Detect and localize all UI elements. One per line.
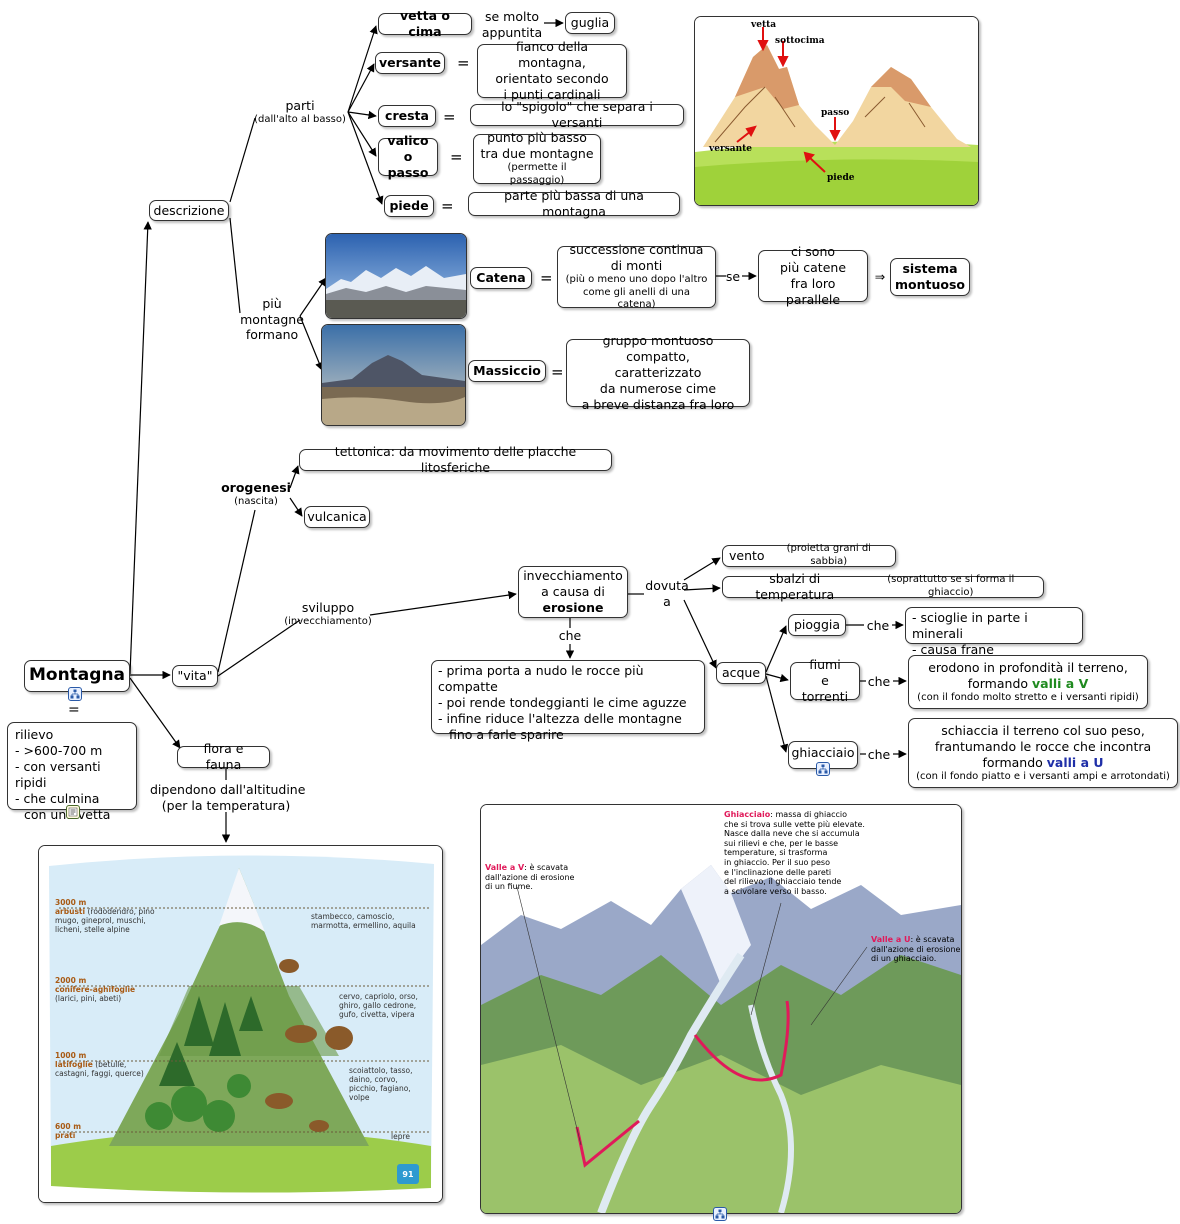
- level-600: 600 m prati: [55, 1122, 82, 1140]
- equals: =: [551, 363, 564, 381]
- mountain-parts-diagram: vetta sottocima passo versante piede: [694, 16, 979, 206]
- part-versante[interactable]: versante: [375, 52, 445, 74]
- fauna-3000: stambecco, camoscio, marmotta, ermellino…: [311, 912, 416, 930]
- fiumi-effects[interactable]: erodono in profondità il terreno, forman…: [908, 655, 1148, 709]
- equals: =: [457, 54, 470, 72]
- equals: =: [450, 148, 463, 166]
- level-1000: 1000 m latifoglie (betulle, castagni, fa…: [55, 1051, 144, 1078]
- che-label: che: [867, 747, 891, 762]
- vetta-label: vetta: [750, 20, 776, 30]
- catena-node[interactable]: Catena: [470, 267, 532, 289]
- se-label: se: [725, 269, 741, 284]
- level-3000: 3000 m arbusti (rododendro, pino mugo, g…: [55, 898, 155, 934]
- def-line: - che culmina: [15, 791, 100, 806]
- def-line: rilievo: [15, 727, 54, 742]
- flora-fauna-node[interactable]: flora e fauna: [177, 741, 270, 772]
- passo-label: passo: [821, 108, 849, 118]
- page-number: 91: [402, 1170, 414, 1179]
- cresta-def[interactable]: lo "spigolo" che separa i versanti: [470, 99, 684, 130]
- orogenesi-label: orogenesi(nascita): [221, 480, 291, 507]
- piede-def[interactable]: parte più bassa di una montagna: [468, 188, 680, 219]
- catena-photo: [325, 233, 467, 319]
- def-line: - >600-700 m: [15, 743, 103, 758]
- fauna-1000: scoiattolo, tasso, daino, corvo, picchio…: [349, 1066, 413, 1102]
- equals: =: [441, 197, 454, 215]
- dipendono-label: dipendono dall'altitudine(per la tempera…: [150, 782, 306, 813]
- ghiacciaio-caption: Ghiacciaio: massa di ghiaccio che si tro…: [724, 810, 865, 896]
- valleys-image: Valle a V: è scavata dall'azione di eros…: [480, 804, 962, 1214]
- valle-v-caption: Valle a V: è scavata dall'azione di eros…: [485, 863, 575, 892]
- map-link-icon[interactable]: [68, 687, 82, 701]
- che-label: che: [867, 674, 891, 689]
- part-cresta[interactable]: cresta: [378, 105, 436, 127]
- descrizione-node[interactable]: descrizione: [149, 200, 229, 221]
- part-piede[interactable]: piede: [384, 195, 434, 217]
- level-2000: 2000 m conifere-aghifoglie (larici, pini…: [55, 976, 136, 1003]
- def-line: con una vetta: [24, 807, 111, 822]
- vulcanica-node[interactable]: vulcanica: [304, 506, 370, 528]
- massiccio-photo: [321, 324, 466, 426]
- altitude-zones-image: 3000 m arbusti (rododendro, pino mugo, g…: [38, 845, 443, 1203]
- fauna-600: lepre: [391, 1132, 410, 1141]
- che-label: che: [558, 628, 582, 643]
- definition-box[interactable]: rilievo - >600-700 m - con versanti ripi…: [7, 722, 137, 822]
- note-icon[interactable]: [66, 805, 80, 819]
- fauna-2000: cervo, capriolo, orso, ghiro, gallo cedr…: [339, 992, 418, 1019]
- implies-arrow: ⇒: [874, 269, 886, 284]
- sbalzi-node[interactable]: sbalzi di temperatura (soprattutto se si…: [722, 571, 1044, 602]
- map-link-icon[interactable]: [816, 762, 830, 776]
- def-line: - con versanti ripidi: [15, 759, 101, 790]
- root-equals: =: [68, 702, 80, 718]
- vento-node[interactable]: vento (proietta grani di sabbia): [722, 543, 896, 567]
- pioggia-effects[interactable]: - scioglie in parte i minerali- causa fr…: [905, 607, 1083, 657]
- massiccio-node[interactable]: Massiccio: [468, 360, 546, 382]
- sottocima-label: sottocima: [775, 36, 825, 46]
- equals: =: [443, 108, 456, 126]
- vita-node[interactable]: "vita": [172, 665, 218, 687]
- equals: =: [540, 269, 553, 287]
- erosion-effects[interactable]: - prima porta a nudo le rocce più compat…: [431, 660, 705, 742]
- acque-node[interactable]: acque: [716, 662, 766, 684]
- pioggia-node[interactable]: pioggia: [788, 614, 846, 636]
- tettonica-node[interactable]: tettonica: da movimento delle placche li…: [299, 444, 612, 475]
- piede-label: piede: [827, 173, 855, 183]
- guglia-node[interactable]: guglia: [565, 12, 615, 34]
- versante-label: versante: [708, 144, 752, 154]
- ghiacciaio-effects[interactable]: schiaccia il terreno col suo peso, frant…: [908, 718, 1178, 788]
- part-vetta[interactable]: vetta o cima: [378, 8, 472, 39]
- map-link-icon[interactable]: [713, 1207, 727, 1221]
- che-label: che: [866, 618, 890, 633]
- parti-label: parti (dall'alto al basso): [254, 98, 346, 125]
- valle-u-caption: Valle a U: è scavata dall'azione di eros…: [871, 935, 961, 964]
- sviluppo-label: sviluppo(invecchiamento): [284, 600, 372, 627]
